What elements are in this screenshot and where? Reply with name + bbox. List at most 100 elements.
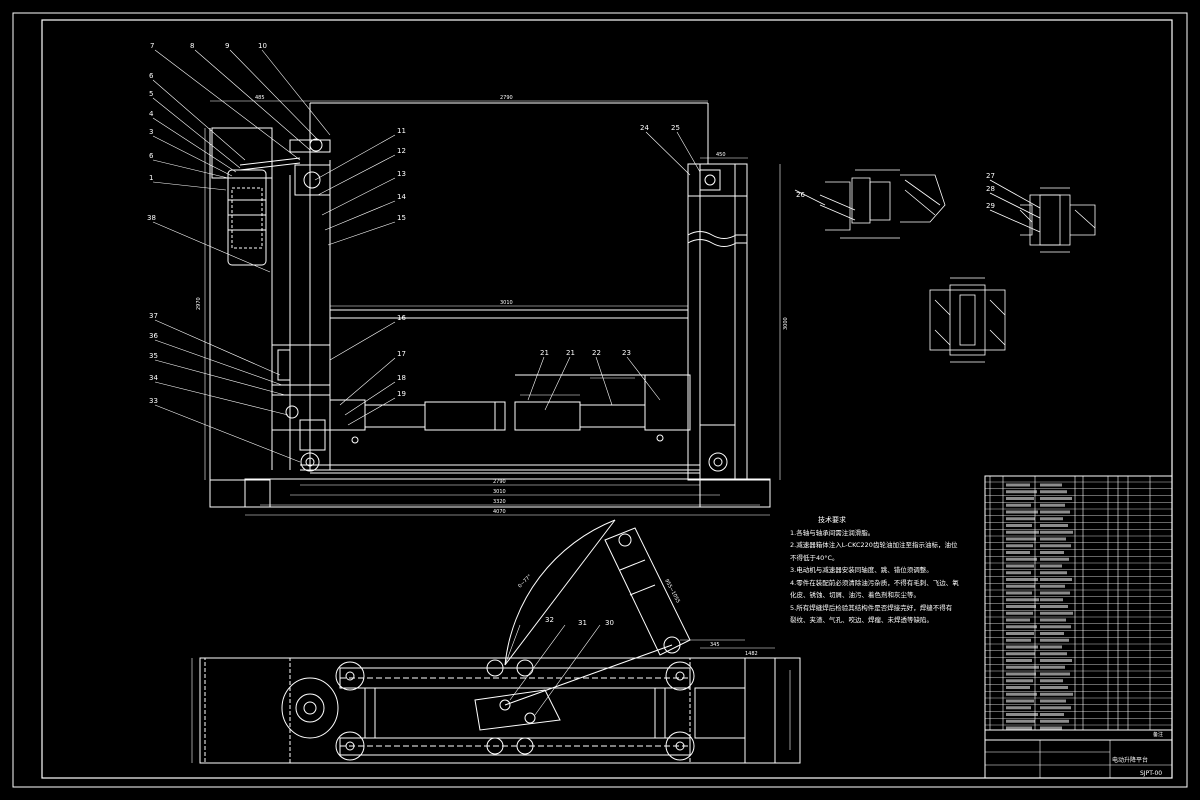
parts-row-fill (1006, 719, 1035, 723)
callout-36: 36 (149, 332, 158, 340)
parts-row-fill (1040, 591, 1070, 595)
front-view (209, 102, 771, 508)
parts-row-fill (1040, 557, 1069, 561)
parts-row-fill (1006, 611, 1033, 615)
parts-row-fill (1006, 490, 1037, 494)
parts-row-fill (1040, 632, 1064, 635)
drawing-title: 电动升降平台 (1112, 756, 1148, 764)
callout-30: 30 (605, 619, 614, 627)
callout-22: 22 (592, 349, 601, 357)
parts-row-fill (1040, 679, 1063, 683)
parts-row-fill (1040, 659, 1072, 662)
drawing-number: SJPT-00 (1140, 770, 1162, 777)
parts-row-fill (1006, 605, 1036, 608)
dim-plan-right: 345 (710, 642, 720, 648)
outer-border (12, 12, 1188, 788)
parts-row-fill (1006, 557, 1037, 561)
parts-row-fill (1006, 652, 1035, 656)
callout-5: 5 (149, 90, 153, 98)
tech-req-item: 裂纹、夹渣、气孔、咬边、焊瘤、未焊透等缺陷。 (790, 616, 933, 624)
inner-border (41, 19, 1173, 779)
parts-row-fill (1006, 530, 1039, 534)
parts-row-fill (1006, 706, 1031, 710)
parts-row-fill (1006, 632, 1034, 635)
parts-row-fill (1006, 564, 1034, 568)
parts-row-fill (1040, 726, 1062, 730)
parts-row-fill (1006, 699, 1034, 703)
callout-13: 13 (397, 170, 406, 178)
parts-row-fill (1040, 564, 1062, 568)
callout-21b: 21 (566, 349, 575, 357)
parts-row-fill (1006, 659, 1032, 662)
callouts-plan: 32 31 30 (545, 616, 614, 627)
parts-row-fill (1040, 605, 1068, 608)
tech-req-item: 3.电动机与减速器安装同轴度、跳、错位须调整。 (790, 566, 933, 574)
tech-req-item: 5.所有焊缝焊后检验其结构件是否焊接完好，焊缝不得有 (790, 603, 953, 612)
callouts-front: 7 8 9 10 6 5 4 3 6 1 38 11 12 13 14 15 1… (147, 42, 680, 405)
callouts-details: 26 27 28 29 (796, 172, 995, 210)
parts-row-fill (1006, 483, 1030, 487)
parts-row-fill (1006, 497, 1034, 500)
parts-row-fill (1040, 598, 1063, 602)
tech-req-item: 1.各轴与轴承间需注润滑脂。 (790, 528, 875, 537)
dim-bottom-3: 3320 (493, 499, 506, 505)
callout-14: 14 (397, 193, 406, 201)
callout-16: 16 (397, 314, 406, 322)
dim-top-left: 485 (255, 95, 265, 101)
parts-row-fill (1006, 686, 1030, 689)
header-remarks: 备注 (1153, 731, 1163, 738)
callout-29: 29 (986, 202, 995, 210)
parts-row-fill (1006, 665, 1039, 669)
callout-31: 31 (578, 619, 587, 627)
parts-row-fill (1040, 490, 1067, 494)
parts-row-fill (1006, 645, 1038, 649)
callout-19: 19 (397, 390, 406, 398)
parts-row-fill (1006, 584, 1035, 588)
parts-row-fill (1006, 591, 1032, 595)
parts-row-fill (1040, 625, 1071, 629)
tech-req-item: 2.减速器箱体注入L-CKC220齿轮油加注至指示油标，油位 (790, 541, 958, 549)
parts-row-fill (1006, 524, 1032, 527)
parts-row-fill (1040, 652, 1067, 656)
dim-bottom-4: 4070 (493, 509, 506, 515)
parts-row-fill (1006, 692, 1037, 696)
parts-row-fill (1040, 510, 1070, 514)
front-dimensions (204, 100, 781, 516)
parts-row-fill (1040, 672, 1070, 676)
parts-row-fill (1040, 645, 1062, 649)
parts-row-fill (1006, 578, 1038, 581)
parts-row-fill (1006, 537, 1036, 541)
dim-top-right: 450 (716, 152, 726, 158)
callout-33: 33 (149, 397, 158, 405)
plan-dimensions (191, 624, 791, 763)
callout-32: 32 (545, 616, 554, 624)
parts-row-fill (1040, 503, 1065, 507)
parts-row-fill (1006, 517, 1035, 521)
parts-row-fill (1006, 726, 1032, 730)
callout-34: 34 (149, 374, 158, 382)
parts-row-fill (1040, 544, 1071, 548)
parts-row-fill (1040, 530, 1073, 534)
parts-row-fill (1040, 551, 1064, 554)
callout-1: 1 (149, 174, 153, 182)
dim-bottom-1: 2790 (493, 479, 506, 485)
callout-3: 3 (149, 128, 153, 136)
callout-37: 37 (149, 312, 158, 320)
dim-height-right: 3000 (783, 317, 789, 330)
parts-row-fill (1006, 713, 1038, 716)
parts-row-fill (1006, 618, 1030, 622)
dim-mid-span: 3010 (500, 300, 513, 306)
callout-24: 24 (640, 124, 649, 132)
parts-row-fill (1040, 638, 1069, 642)
parts-row-fill (1040, 699, 1066, 703)
parts-row-fill (1040, 706, 1071, 710)
tech-req-item: 化皮、锈蚀、切屑、油污、着色剂和灰尘等。 (790, 591, 920, 599)
parts-row-fill (1006, 625, 1037, 629)
parts-row-fill (1006, 544, 1033, 548)
callout-10: 10 (258, 42, 267, 50)
parts-row-fill (1006, 598, 1039, 602)
callout-28: 28 (986, 185, 995, 193)
parts-row-fill (1040, 578, 1072, 581)
parts-row-fill (1040, 719, 1069, 723)
